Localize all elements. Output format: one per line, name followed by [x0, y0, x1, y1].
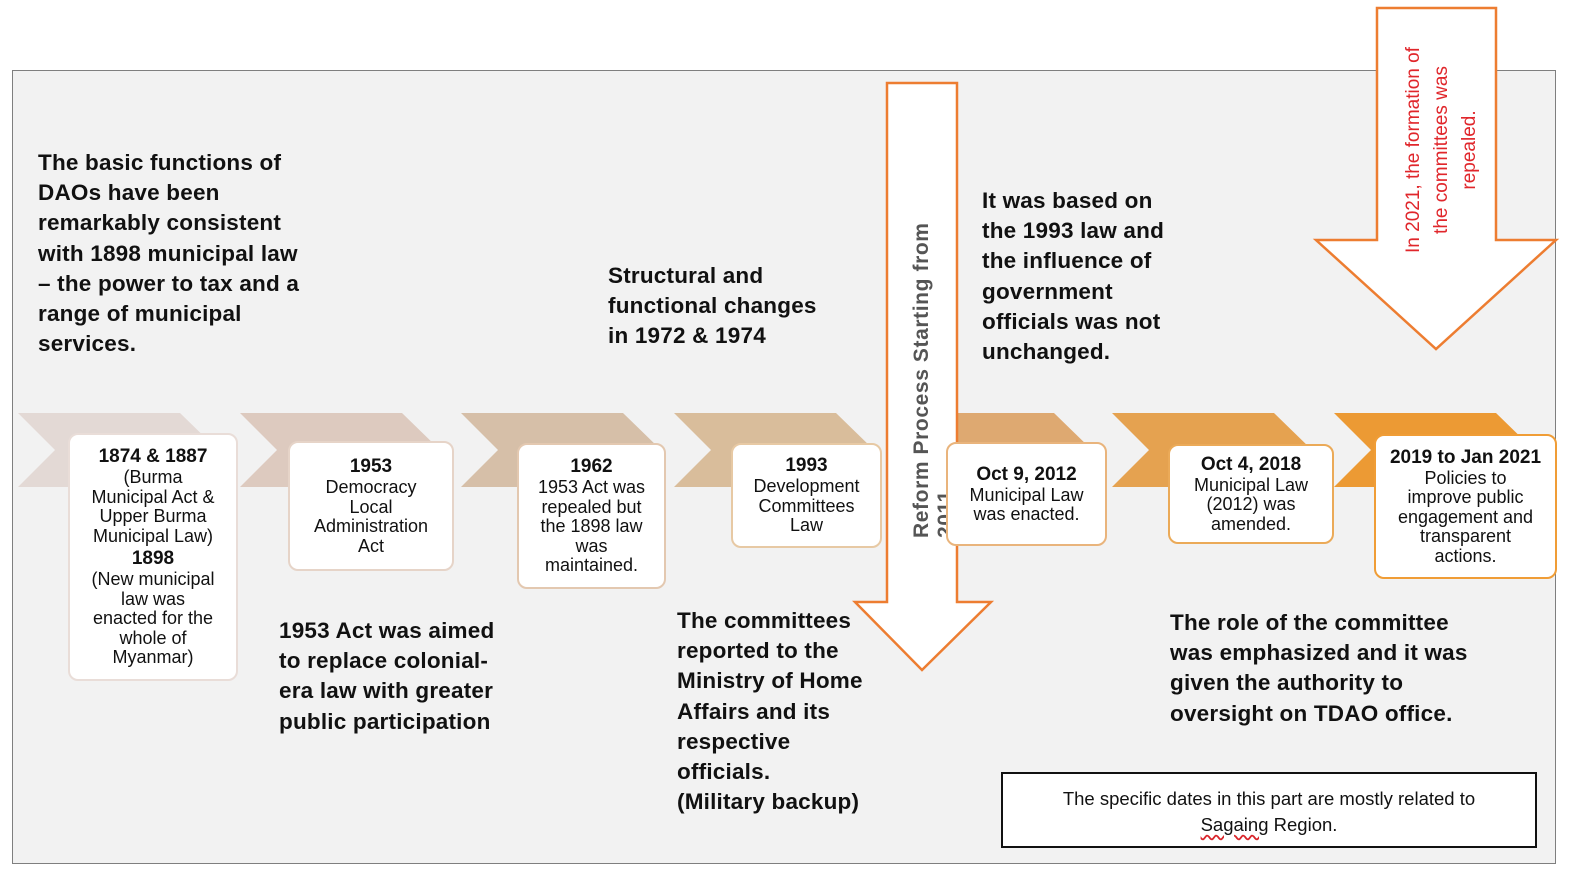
card-year: 1993: [785, 455, 828, 477]
card-description: Democracy Local Administration Act: [313, 477, 429, 556]
card-year: 2019 to Jan 2021: [1389, 446, 1542, 468]
card-description: Development Committees Law: [753, 476, 860, 536]
timeline-card-2012: Oct 9, 2012 Municipal Law was enacted.: [946, 442, 1107, 546]
card-description: Policies to improve public engagement an…: [1397, 467, 1534, 566]
note-1953-act-aim: 1953 Act was aimed to replace colonial- …: [279, 618, 495, 734]
card-description: (Burma Municipal Act & Upper Burma Munic…: [91, 467, 215, 546]
card-description: Municipal Law (2012) was amended.: [1193, 474, 1309, 534]
note-role-emphasized: The role of the committee was emphasized…: [1170, 610, 1468, 726]
repeal-arrow: [1312, 6, 1560, 351]
timeline-card-1962: 1962 1953 Act was repealed but the 1898 …: [517, 443, 666, 589]
note-committees-reported: The committees reported to the Ministry …: [677, 608, 863, 815]
card-description-secondary: (New municipal law was enacted for the w…: [91, 569, 215, 668]
card-year-secondary: 1898: [131, 548, 175, 570]
card-year: Oct 9, 2012: [976, 463, 1077, 485]
note-structural-changes: Structural and functional changes in 197…: [608, 263, 817, 349]
timeline-card-1874: 1874 & 1887 (Burma Municipal Act & Upper…: [68, 433, 238, 681]
note-dao-functions: The basic functions of DAOs have been re…: [38, 150, 300, 357]
card-description: Municipal Law was enacted.: [969, 484, 1084, 524]
footnote-text-end: Region.: [1268, 814, 1338, 835]
repeal-arrow-label: In 2021, the formation of the committees…: [1403, 47, 1480, 253]
note-based-on-1993: It was based on the 1993 law and the inf…: [982, 188, 1165, 365]
footnote-region-name: Sagaing: [1200, 814, 1269, 835]
card-year: 1962: [570, 456, 613, 478]
timeline-card-2018: Oct 4, 2018 Municipal Law (2012) was ame…: [1168, 444, 1334, 544]
footnote-box: The specific dates in this part are most…: [1001, 772, 1537, 848]
timeline-card-1953: 1953 Democracy Local Administration Act: [288, 441, 454, 571]
card-year: 1953: [349, 456, 393, 477]
timeline-card-1993: 1993 Development Committees Law: [731, 443, 882, 548]
timeline-card-2019: 2019 to Jan 2021 Policies to improve pub…: [1374, 434, 1557, 579]
card-description: 1953 Act was repealed but the 1898 law w…: [537, 477, 646, 576]
card-year: 1874 & 1887: [98, 446, 208, 468]
footnote-text: The specific dates in this part are most…: [1062, 788, 1476, 809]
card-year: Oct 4, 2018: [1200, 453, 1302, 475]
